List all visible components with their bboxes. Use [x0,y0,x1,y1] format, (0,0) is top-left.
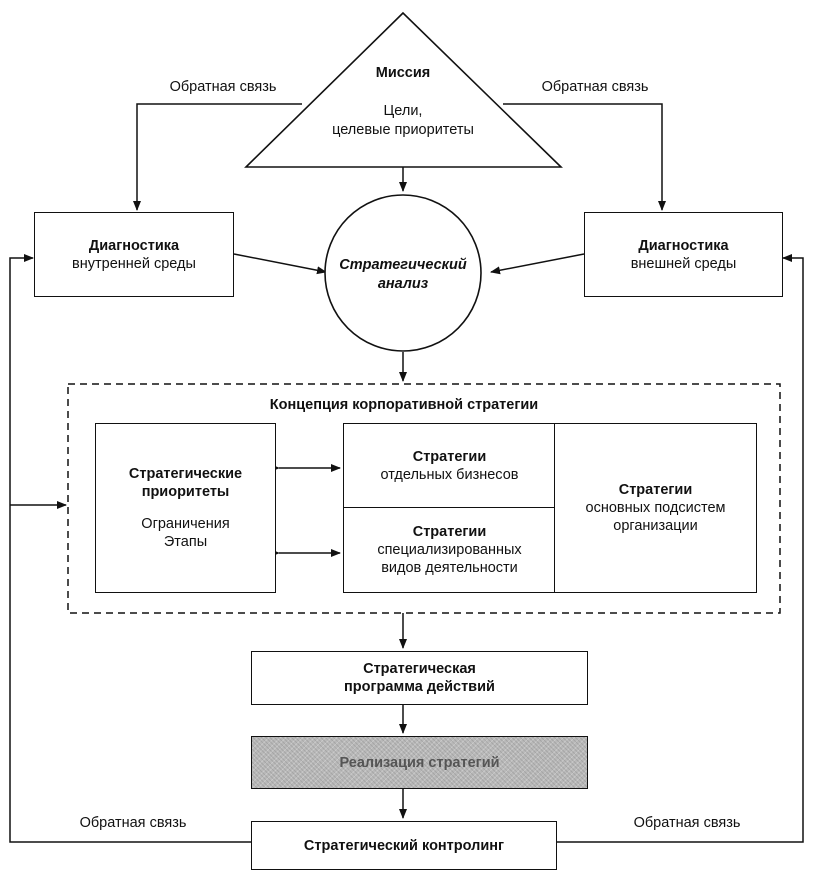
arrow-external-to-analysis [490,253,585,275]
feedback-label-bottom-right: Обратная связь [633,815,741,831]
priorities-constraints: Ограничения [141,516,230,532]
mission-title: Миссия [375,65,431,81]
business-strategies-desc: отдельных бизнесов [380,467,519,483]
feedback-arrow-top-left [133,103,302,211]
mission-priorities: целевые приоритеты [332,122,474,138]
priorities-title-line2: приоритеты [141,484,230,500]
specialized-strategies-line1: специализированных [377,542,522,558]
subsystems-strategies-title: Стратегии [618,482,693,498]
action-program-line2: программа действий [344,679,495,695]
business-strategies-box: Стратегии отдельных бизнесов [343,423,556,509]
internal-diagnostics-box: Диагностика внутренней среды [34,212,234,297]
specialized-strategies-box: Стратегии специализированных видов деяте… [343,507,556,593]
priorities-stages: Этапы [163,534,208,550]
concept-frame [67,383,781,614]
analysis-circle [324,194,482,352]
action-program-box: Стратегическая программа действий [251,651,588,705]
controlling-box: Стратегический контролинг [251,821,557,870]
external-diagnostics-title: Диагностика [638,237,729,254]
arrow-internal-to-analysis [233,253,327,275]
specialized-strategies-line2: видов деятельности [381,560,518,576]
internal-diagnostics-title: Диагностика [88,237,180,254]
feedback-loop-left [9,254,251,843]
analysis-title: Стратегический [339,257,467,273]
internal-diagnostics-subtitle: внутренней среды [72,255,196,272]
external-diagnostics-box: Диагностика внешней среды [584,212,783,297]
business-strategies-title: Стратегии [412,449,487,465]
external-diagnostics-subtitle: внешней среды [630,255,737,272]
subsystems-strategies-line2: организации [613,518,698,534]
specialized-strategies-title: Стратегии [412,524,487,540]
mission-goals: Цели, [383,103,423,119]
feedback-arrow-top-right [503,103,666,211]
subsystems-strategies-box: Стратегии основных подсистем организации [554,423,757,593]
subsystems-strategies-line1: основных подсистем [585,500,726,516]
implementation-title: Реализация стратегий [339,754,500,771]
concept-title: Концепция корпоративной стратегии [269,397,539,413]
action-program-line1: Стратегическая [363,661,476,677]
feedback-label-top-right: Обратная связь [541,79,649,95]
feedback-loop-right [557,254,804,843]
controlling-title: Стратегический контролинг [303,837,505,854]
implementation-box: Реализация стратегий [251,736,588,789]
feedback-label-bottom-left: Обратная связь [79,815,187,831]
feedback-label-top-left: Обратная связь [169,79,277,95]
priorities-box: Стратегические приоритеты Ограничения Эт… [95,423,276,593]
priorities-title-line1: Стратегические [128,466,243,482]
analysis-subtitle: анализ [377,276,429,292]
